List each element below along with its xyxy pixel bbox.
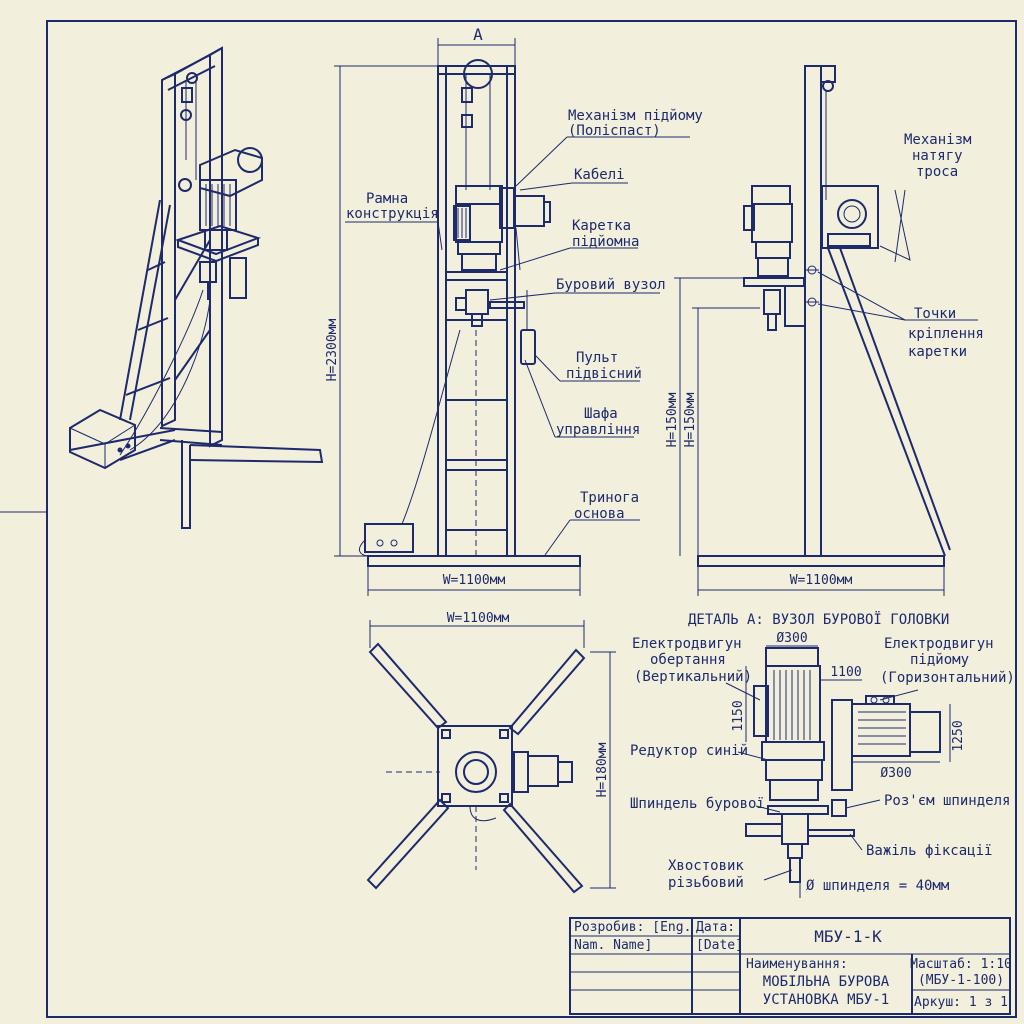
label-connector: Роз'єм шпинделя bbox=[884, 793, 1010, 809]
label-frame-2: конструкція bbox=[346, 206, 439, 222]
tb-date-value: [Date] bbox=[696, 938, 743, 953]
tb-scale-label: Масштаб: 1:10 bbox=[910, 957, 1012, 972]
dim-detail-d300-top: Ø300 bbox=[776, 631, 807, 646]
tb-developer-label: Розробив: [Eng. bbox=[574, 920, 691, 935]
dim-plan-width: W=1100мм bbox=[447, 611, 510, 626]
dim-detail-1100: 1100 bbox=[830, 665, 861, 680]
label-spindle-dia: Ø шпинделя = 40мм bbox=[806, 878, 950, 894]
label-motor-lift-3: (Горизонтальний) bbox=[880, 670, 1015, 686]
detail-title: ДЕТАЛЬ А: ВУЗОЛ БУРОВОЇ ГОЛОВКИ bbox=[688, 610, 949, 628]
label-carriage-2: підйомна bbox=[572, 234, 639, 250]
label-cabinet-2: управління bbox=[556, 422, 640, 438]
dim-plan-height: H=180мм bbox=[595, 742, 610, 797]
side-mark-a: A bbox=[473, 25, 483, 44]
label-drill-unit: Буровий вузол bbox=[556, 277, 666, 293]
front-view: A bbox=[325, 25, 690, 596]
label-tripod-1: Тринога bbox=[580, 490, 639, 506]
label-tension-1: Механізм bbox=[904, 132, 972, 148]
tb-sheet: Аркуш: 1 з 1 bbox=[914, 995, 1008, 1010]
label-motor-rot-2: обертання bbox=[650, 652, 726, 668]
tb-code: МБУ-1-К bbox=[814, 927, 882, 946]
label-tension-3: троса bbox=[916, 164, 958, 180]
plan-view: W=1100мм H=180мм bbox=[366, 611, 616, 894]
label-lift-mechanism-2: (Поліспаст) bbox=[568, 123, 661, 139]
label-lift-mechanism-1: Механізм підйому bbox=[568, 108, 703, 124]
dim-front-height: H=2300мм bbox=[325, 319, 340, 382]
label-motor-lift-2: підйому bbox=[910, 652, 969, 668]
label-gearbox: Редуктор синій bbox=[630, 743, 748, 759]
label-pendant-1: Пульт bbox=[576, 350, 618, 366]
label-motor-rot-3: (Вертикальний) bbox=[634, 669, 752, 685]
label-motor-lift-1: Електродвигун bbox=[884, 636, 994, 652]
label-motor-rot-1: Електродвигун bbox=[632, 636, 742, 652]
title-block bbox=[569, 917, 1011, 1015]
label-lever: Важіль фіксації bbox=[866, 843, 992, 859]
dim-detail-1150: 1150 bbox=[731, 700, 746, 731]
label-mount-points-3: каретки bbox=[908, 344, 967, 360]
label-shank-1: Хвостовик bbox=[668, 858, 744, 874]
label-shank-2: різьбовий bbox=[668, 875, 744, 891]
dim-side-width: W=1100мм bbox=[790, 573, 853, 588]
detail-a: Ø300 1150 1100 Ø300 1250 bbox=[725, 631, 966, 898]
dim-detail-1250: 1250 bbox=[951, 720, 966, 751]
label-frame-1: Рамна bbox=[366, 191, 408, 207]
dim-detail-d300-side: Ø300 bbox=[880, 766, 911, 781]
label-carriage-1: Каретка bbox=[572, 218, 631, 234]
dim-side-h2: H=150мм bbox=[683, 392, 698, 447]
tb-date-label: Дата: bbox=[696, 920, 735, 935]
label-pendant-2: підвісний bbox=[566, 366, 642, 382]
dim-front-width: W=1100мм bbox=[443, 573, 506, 588]
side-view: H=150мм H=150мм W=1100мм bbox=[665, 65, 978, 596]
tb-scale-code: (МБУ-1-100) bbox=[918, 973, 1004, 988]
tb-developer-name: Nam. Name] bbox=[574, 938, 652, 953]
isometric-view bbox=[69, 46, 324, 529]
label-spindle: Шпиндель бурової bbox=[630, 796, 765, 812]
label-tripod-2: основа bbox=[574, 506, 625, 522]
label-mount-points-2: кріплення bbox=[908, 326, 984, 342]
tb-name-line2: УСТАНОВКА МБУ-1 bbox=[763, 992, 889, 1008]
dim-side-h1: H=150мм bbox=[665, 392, 680, 447]
sheet-border bbox=[46, 20, 1017, 1018]
label-cabinet-1: Шафа bbox=[584, 406, 618, 422]
label-mount-points-1: Точки bbox=[914, 306, 956, 322]
label-tension-2: натягу bbox=[912, 148, 963, 164]
label-cables: Кабелі bbox=[574, 167, 625, 183]
tb-name-label: Наименування: bbox=[746, 957, 848, 972]
tb-name-line1: МОБІЛЬНА БУРОВА bbox=[763, 974, 890, 990]
